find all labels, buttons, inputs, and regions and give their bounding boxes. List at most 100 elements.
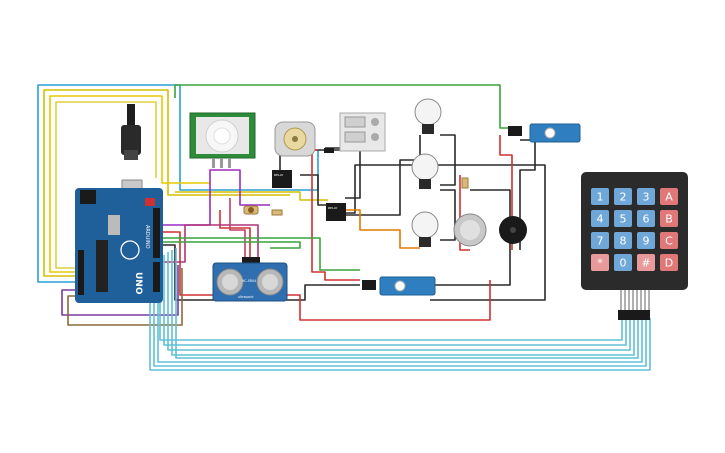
keypad-key-label: 7 <box>597 235 604 248</box>
photoresistor[interactable] <box>243 205 259 215</box>
wire-red-4[interactable] <box>499 135 513 250</box>
keypad-key-face <box>591 232 609 249</box>
keypad-key-face <box>660 210 678 227</box>
switch-panel[interactable] <box>324 112 386 153</box>
relay-1[interactable]: RELAY <box>272 170 292 188</box>
wire-relay-link[interactable] <box>300 174 328 206</box>
arduino-brand-label: ARDUINO <box>144 225 150 249</box>
ultrasonic-sensor[interactable]: HC-SR04 ultrasonic <box>212 257 288 302</box>
wire-keypad-7[interactable] <box>153 266 647 367</box>
keypad-key-label: C <box>665 235 673 248</box>
pir-motion-sensor[interactable] <box>189 112 256 168</box>
wire-green-2[interactable] <box>160 241 301 249</box>
keypad-key-label: 0 <box>620 257 627 270</box>
keypad-key-3[interactable]: 3 <box>637 188 655 205</box>
wire-purple-1[interactable] <box>160 169 270 226</box>
light-bulb-1[interactable] <box>414 98 442 134</box>
wire-bulb-1[interactable] <box>440 134 456 186</box>
wire-brown[interactable] <box>67 268 183 326</box>
light-bulb-3[interactable] <box>411 211 439 247</box>
wire-bulb-3[interactable] <box>345 135 421 216</box>
wire-keypad-8[interactable] <box>149 270 651 371</box>
wire-bulb-2[interactable] <box>440 189 456 241</box>
wire-purple-2[interactable] <box>61 265 179 316</box>
keypad-key-2[interactable]: 2 <box>614 188 632 205</box>
wire-red-us[interactable] <box>219 210 251 262</box>
piezo-buzzer[interactable] <box>499 216 527 244</box>
digital-header-2 <box>153 262 160 292</box>
wire-keypad-3[interactable] <box>167 252 631 351</box>
arduino-uno-board[interactable]: UNO ARDUINO <box>75 104 163 303</box>
keypad-key-face <box>637 232 655 249</box>
wire-gnd-3[interactable] <box>345 164 546 301</box>
gas-sensor-resistor <box>461 177 469 189</box>
digital-header <box>153 208 160 258</box>
arduino-logo-icon <box>120 240 140 260</box>
keypad-key-label: 5 <box>620 213 627 226</box>
wire-green-1[interactable] <box>160 237 360 271</box>
analog-header <box>78 250 84 295</box>
keypad-key-8[interactable]: 8 <box>614 232 632 249</box>
keypad-key-star[interactable]: * <box>591 254 609 271</box>
wire-yellow-3[interactable] <box>55 101 157 269</box>
keypad-key-hash[interactable]: # <box>637 254 655 271</box>
servo-motor-bottom[interactable] <box>362 276 436 296</box>
keypad-key-label: 1 <box>597 191 604 204</box>
wire-orange[interactable] <box>345 209 420 249</box>
slide-switch[interactable] <box>324 148 334 153</box>
reset-button[interactable] <box>145 198 155 206</box>
ultrasonic-header <box>242 257 260 265</box>
keypad-key-label: 6 <box>643 213 650 226</box>
keypad-key-a[interactable]: A <box>660 188 678 205</box>
switch-top[interactable] <box>344 116 366 128</box>
keypad-key-face <box>637 210 655 227</box>
servo-horn-bottom <box>394 280 406 292</box>
keypad-key-d[interactable]: D <box>660 254 678 271</box>
wires <box>37 84 651 371</box>
relay-2[interactable]: RELAY <box>326 203 346 221</box>
wire-yellow-2[interactable] <box>49 95 210 273</box>
gas-sensor[interactable] <box>453 177 487 247</box>
wire-red-3[interactable] <box>459 175 470 251</box>
keypad-key-label: 4 <box>597 213 604 226</box>
relay-1-label: RELAY <box>274 173 284 177</box>
wire-keypad-5[interactable] <box>175 248 639 359</box>
wire-green-top[interactable] <box>174 84 515 129</box>
keypad-key-1[interactable]: 1 <box>591 188 609 205</box>
keypad-key-label: A <box>665 191 673 204</box>
wire-yellow-mid[interactable] <box>175 191 328 201</box>
keypad-key-c[interactable]: C <box>660 232 678 249</box>
dc-motor[interactable] <box>274 121 316 157</box>
keypad-key-face <box>591 188 609 205</box>
resistor-2[interactable] <box>271 209 283 216</box>
keypad-key-face <box>660 232 678 249</box>
servo-motor-top[interactable] <box>508 123 581 143</box>
keypad-key-6[interactable]: 6 <box>637 210 655 227</box>
ultrasonic-label-2: ultrasonic <box>238 295 254 299</box>
keypad-key-face <box>614 210 632 227</box>
keypad-key-b[interactable]: B <box>660 210 678 227</box>
keypad-key-7[interactable]: 7 <box>591 232 609 249</box>
servo-horn-top <box>544 127 556 139</box>
wire-keypad-2[interactable] <box>163 255 627 346</box>
keypad-key-4[interactable]: 4 <box>591 210 609 227</box>
wire-red-1[interactable] <box>160 231 491 321</box>
keypad-key-label: * <box>597 257 603 270</box>
keypad-key-face <box>660 188 678 205</box>
usb-plug <box>121 125 141 155</box>
power-jack <box>80 190 96 204</box>
keypad-key-0[interactable]: 0 <box>614 254 632 271</box>
wire-keypad-6[interactable] <box>157 262 643 363</box>
keypad-key-face <box>614 188 632 205</box>
keypad-key-9[interactable]: 9 <box>637 232 655 249</box>
keypad-key-5[interactable]: 5 <box>614 210 632 227</box>
wire-keypad-4[interactable] <box>171 250 635 356</box>
switch-bottom[interactable] <box>344 131 366 143</box>
wire-yellow-1[interactable] <box>43 89 290 277</box>
light-bulb-2[interactable] <box>411 153 439 189</box>
wire-pink-us[interactable] <box>229 198 246 262</box>
